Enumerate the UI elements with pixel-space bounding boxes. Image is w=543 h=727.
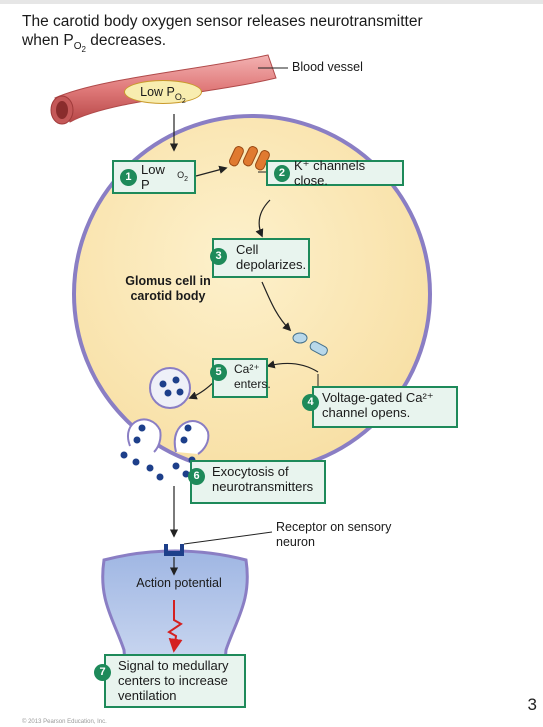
step-1-badge: 1: [120, 168, 137, 186]
label-glomus-cell: Glomus cell in carotid body: [125, 274, 211, 303]
exocytosis-pit-right: [173, 420, 210, 455]
step-5-box: 5 Ca²⁺ enters.: [210, 358, 271, 398]
arrow-step2-to-step3: [255, 199, 271, 238]
step-3-box: 3 Cell depolarizes.: [210, 238, 310, 278]
step-3-badge: 3: [210, 248, 227, 265]
receptor-leader: [183, 531, 273, 545]
step-6-badge: 6: [188, 468, 205, 485]
vesicle: [149, 367, 191, 409]
signal-arrow: [167, 600, 183, 653]
copyright: © 2013 Pearson Education, Inc.: [22, 719, 107, 725]
step-2-badge: 2: [274, 164, 290, 182]
label-action-potential: Action potential: [136, 576, 222, 590]
label-blood-vessel: Blood vessel: [292, 60, 363, 74]
arrow-ca-entry: [266, 360, 319, 373]
step-2-box: 2 K⁺ channels close.: [266, 158, 404, 188]
exocytosis-pit-left: [127, 418, 162, 453]
step-6-box: 6 Exocytosis of neurotransmitters: [188, 460, 326, 504]
receptor: [164, 544, 184, 556]
step-7-box: 7 Signal to medullary centers to increas…: [94, 654, 246, 708]
top-rule: [0, 0, 543, 4]
label-receptor: Receptor on sensory neuron: [276, 520, 392, 549]
diagram-title: The carotid body oxygen sensor releases …: [22, 13, 423, 55]
page-number: 3: [527, 695, 537, 714]
step-7-badge: 7: [94, 664, 111, 681]
step-4-badge: 4: [302, 394, 319, 411]
arrow-step3-to-ca-channel: [261, 281, 292, 332]
arrow-step1-to-channel: [195, 165, 228, 177]
oval-low-po2: Low PO2: [124, 80, 202, 104]
step-4-box: 4 Voltage-gated Ca²⁺ channel opens.: [302, 386, 458, 428]
ca-channel: [292, 332, 328, 356]
step-5-badge: 5: [210, 364, 227, 381]
k-channel: [228, 146, 270, 171]
